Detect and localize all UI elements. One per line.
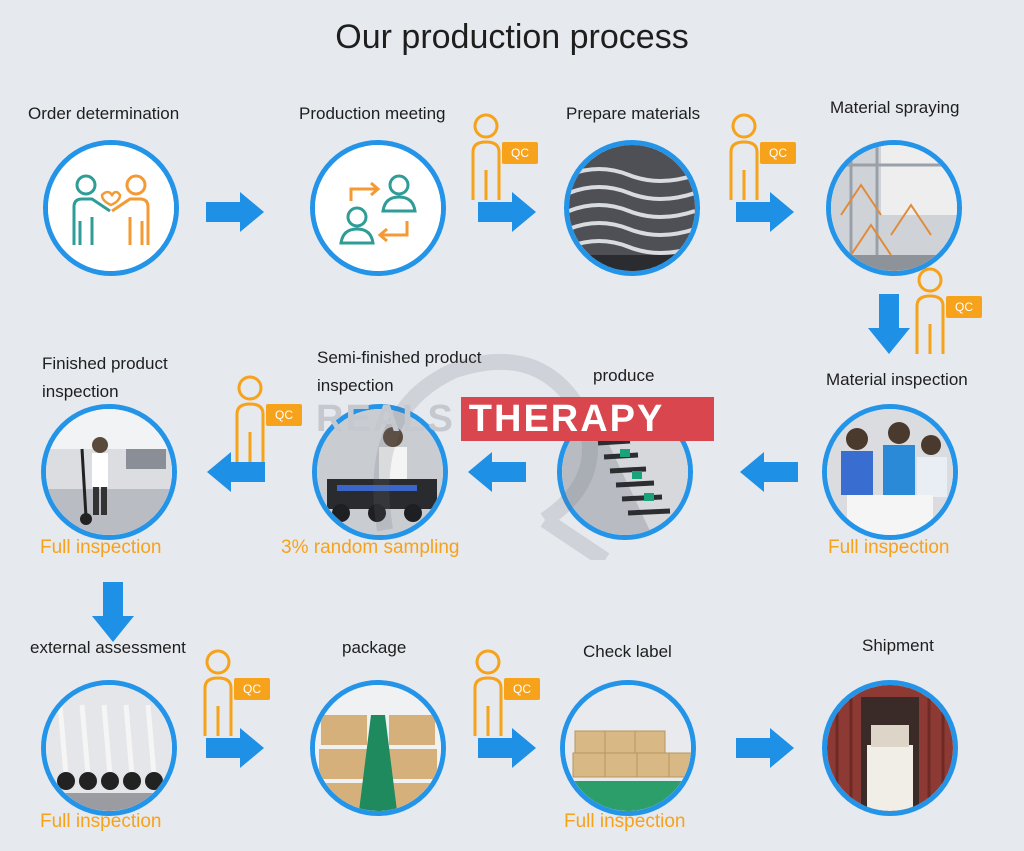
step-label-semi-finished-line1: Semi-finished product bbox=[317, 348, 482, 367]
step-label-prepare-materials: Prepare materials bbox=[566, 104, 701, 123]
qc-tag: QC bbox=[266, 404, 302, 426]
inspector-person-icon bbox=[471, 113, 501, 200]
external-full-inspection-note: Full inspection bbox=[40, 811, 162, 832]
inspector-person-icon bbox=[915, 267, 945, 354]
step-label-external-assessment: external assessment bbox=[30, 638, 186, 657]
production-meeting-circle bbox=[310, 140, 446, 276]
arrow-right-icon bbox=[478, 192, 536, 232]
watermark-right-text: THERAPY bbox=[460, 397, 714, 441]
step-label-semi-finished-line2: inspection bbox=[317, 376, 394, 395]
arrow-down-icon bbox=[92, 582, 134, 642]
arrow-right-icon bbox=[206, 192, 264, 232]
watermark-logo-icon bbox=[373, 353, 610, 560]
arrow-down-icon bbox=[868, 294, 910, 354]
step-label-package: package bbox=[342, 638, 407, 657]
qc-badge: QC bbox=[200, 646, 272, 736]
step-label-shipment: Shipment bbox=[862, 636, 934, 655]
check-label-photo bbox=[560, 680, 696, 816]
qc-tag: QC bbox=[504, 678, 540, 700]
step-label-finished-line1: Finished product bbox=[42, 354, 168, 373]
users-exchange-icon bbox=[315, 145, 441, 271]
qc-badge: QC bbox=[726, 110, 798, 200]
step-label-produce: produce bbox=[593, 366, 655, 385]
order-determination-circle bbox=[43, 140, 179, 276]
arrow-right-icon bbox=[736, 728, 794, 768]
finished-full-inspection-note: Full inspection bbox=[40, 537, 162, 558]
semi-finished-inspection-photo bbox=[312, 404, 448, 540]
inspector-person-icon bbox=[203, 649, 233, 736]
qc-badge: QC bbox=[470, 646, 542, 736]
step-label-production-meeting: Production meeting bbox=[299, 104, 446, 123]
qc-badge: QC bbox=[912, 264, 984, 354]
step-label-material-inspection: Material inspection bbox=[826, 370, 968, 389]
watermark: REALS THERAPY bbox=[310, 397, 714, 441]
check-label-full-inspection-note: Full inspection bbox=[564, 811, 686, 832]
finished-inspection-photo bbox=[41, 404, 177, 540]
material-inspection-photo bbox=[822, 404, 958, 540]
arrow-left-icon bbox=[207, 452, 265, 492]
semi-finished-sampling-note: 3% random sampling bbox=[281, 537, 460, 558]
page-title: Our production process bbox=[335, 18, 689, 56]
prepare-materials-photo bbox=[564, 140, 700, 276]
watermark-left-text: REALS bbox=[316, 398, 455, 440]
shipment-photo bbox=[822, 680, 958, 816]
material-full-inspection-note: Full inspection bbox=[828, 537, 950, 558]
inspector-person-icon bbox=[473, 649, 503, 736]
handshake-icon bbox=[48, 145, 174, 271]
inspector-person-icon bbox=[729, 113, 759, 200]
arrow-left-icon bbox=[740, 452, 798, 492]
qc-tag: QC bbox=[502, 142, 538, 164]
arrow-right-icon bbox=[736, 192, 794, 232]
inspector-person-icon bbox=[235, 375, 265, 462]
package-photo bbox=[310, 680, 446, 816]
step-label-order-determination: Order determination bbox=[28, 104, 180, 123]
step-label-material-spraying: Material spraying bbox=[830, 98, 960, 117]
material-spraying-photo bbox=[826, 140, 962, 276]
arrow-right-icon bbox=[478, 728, 536, 768]
step-label-finished-line2: inspection bbox=[42, 382, 119, 401]
step-label-check-label: Check label bbox=[583, 642, 672, 661]
arrow-right-icon bbox=[206, 728, 264, 768]
arrow-left-icon bbox=[468, 452, 526, 492]
qc-badge: QC bbox=[468, 110, 540, 200]
external-assessment-photo bbox=[41, 680, 177, 816]
qc-tag: QC bbox=[946, 296, 982, 318]
qc-tag: QC bbox=[234, 678, 270, 700]
qc-badge: QC bbox=[232, 372, 304, 462]
qc-tag: QC bbox=[760, 142, 796, 164]
